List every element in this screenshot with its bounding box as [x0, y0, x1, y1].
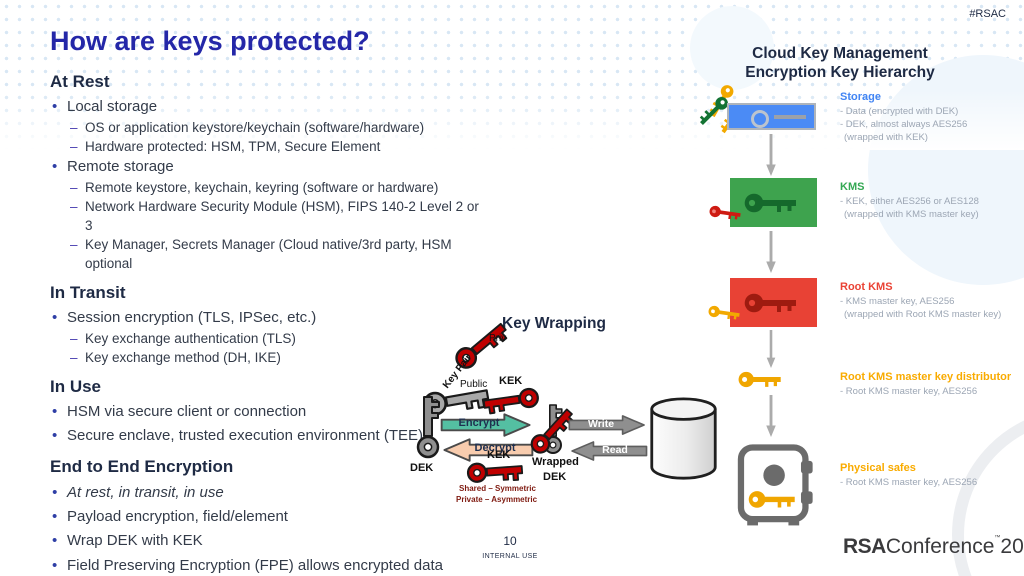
conference-hashtag: #RSAC: [969, 8, 1006, 20]
list-item: Session encryption (TLS, IPSec, etc.): [50, 307, 482, 329]
wrapped-dek-label: DEK: [543, 471, 567, 483]
storage-level-desc: - Data (encrypted with DEK) - DEK, almos…: [840, 105, 1020, 144]
dek-key-icon: [416, 396, 440, 459]
section-heading-in-use: In Use: [50, 377, 102, 396]
kek-key-icon: [482, 387, 539, 415]
root-kms-key-icon: [744, 293, 796, 313]
background-circle-decoration: [690, 6, 774, 90]
dek-label: DEK: [410, 462, 434, 474]
logo-trademark: ™: [994, 535, 1001, 541]
list-item: Key Manager, Secrets Manager (Cloud nati…: [50, 235, 482, 273]
disk-ring: [751, 110, 769, 128]
storage-server-icon: [727, 103, 816, 130]
yellow-key-icon: [708, 305, 740, 320]
list-item: Remote storage: [50, 156, 482, 178]
list-item: At rest, in transit, in use: [50, 481, 482, 505]
list-item: OS or application keystore/keychain (sof…: [50, 118, 482, 137]
kek-top-label: KEK: [499, 375, 523, 387]
section-heading-e2e: End to End Encryption: [50, 457, 234, 476]
hierarchy-title-line2: Encryption Key Hierarchy: [745, 64, 935, 81]
hierarchy-title-line1: Cloud Key Management: [752, 45, 928, 62]
root-kms-level-name: Root KMS: [840, 281, 893, 293]
priv-label: Priv: [489, 333, 507, 344]
database-cylinder-icon: [650, 397, 717, 480]
list-item: Remote keystore, keychain, keyring (soft…: [50, 178, 482, 197]
desc-line: - KEK, either AES256 or AES128: [840, 196, 979, 207]
list-item: Field Preserving Encryption (FPE) allows…: [50, 553, 459, 576]
desc-line: (wrapped with Root KMS master key): [844, 309, 1002, 320]
desc-line: - Root KMS master key, AES256: [840, 386, 978, 397]
bullet-list-column: At Rest Local storage OS or application …: [50, 72, 482, 576]
storage-level-name: Storage: [840, 91, 881, 103]
logo-conference: Conference: [885, 535, 995, 558]
distributor-key-icon: [738, 371, 781, 388]
list-item: Secure enclave, trusted execution enviro…: [50, 423, 453, 447]
read-label: Read: [602, 444, 628, 456]
list-item: Wrap DEK with KEK: [50, 529, 482, 553]
disk-slot: [774, 115, 806, 119]
key-wrapping-title: Key Wrapping: [502, 315, 606, 332]
decrypt-arrow: [443, 438, 534, 462]
desc-line: - Root KMS master key, AES256: [840, 477, 978, 488]
red-key-icon: [709, 205, 741, 220]
write-label: Write: [587, 418, 615, 430]
read-arrow: [571, 441, 648, 461]
down-arrow: [766, 231, 776, 273]
page-number: 10: [503, 534, 517, 548]
desc-line: (wrapped with KMS master key): [844, 209, 979, 220]
write-arrow: [568, 415, 645, 435]
section-heading-at-rest: At Rest: [50, 72, 110, 91]
list-item: Key exchange authentication (TLS): [50, 329, 482, 348]
public-label: Public: [460, 379, 488, 390]
private-asymmetric-note: Private – Asymmetric: [456, 495, 538, 504]
rsa-conference-logo: RSAConference™2024: [843, 535, 1024, 559]
section-heading-in-transit: In Transit: [50, 283, 126, 302]
encrypt-arrow: [440, 413, 531, 437]
desc-line: (wrapped with KEK): [844, 132, 928, 143]
kms-level-name: KMS: [840, 181, 865, 193]
distributor-level-name: Root KMS master key distributor: [840, 371, 1012, 383]
shared-symmetric-note: Shared – Symmetric: [459, 484, 536, 493]
kek-bottom-key-icon: [466, 462, 524, 483]
down-arrow: [766, 330, 776, 368]
wrapped-label: Wrapped: [532, 456, 579, 468]
kms-level-desc: - KEK, either AES256 or AES128 (wrapped …: [840, 195, 1020, 221]
encrypt-label: Encrypt: [458, 417, 500, 429]
list-item: HSM via secure client or connection: [50, 401, 482, 423]
desc-line: - KMS master key, AES256: [840, 296, 955, 307]
green-key-icon: [699, 97, 728, 125]
private-key-icon: [455, 322, 508, 369]
list-item: Hardware protected: HSM, TPM, Secure Ele…: [50, 137, 482, 156]
hierarchy-title: Cloud Key Management Encryption Key Hier…: [690, 44, 990, 82]
logo-rsa: RSA: [843, 535, 886, 558]
physical-safes-level-name: Physical safes: [840, 462, 916, 474]
list-item: Payload encryption, field/element: [50, 505, 482, 529]
down-arrow: [766, 134, 776, 176]
kms-key-icon: [744, 193, 796, 213]
wrapped-dek-red-key-icon: [530, 408, 575, 454]
safe-icon: [737, 444, 813, 526]
desc-line: - Data (encrypted with DEK): [840, 106, 959, 117]
desc-line: - DEK, almost always AES256: [840, 119, 968, 130]
root-kms-level-desc: - KMS master key, AES256 (wrapped with R…: [840, 295, 1024, 321]
list-item: Network Hardware Security Module (HSM), …: [50, 197, 482, 235]
down-arrow: [766, 395, 776, 437]
kek-bottom-label: KEK: [487, 449, 511, 461]
list-item: Key exchange method (DH, IKE): [50, 348, 482, 367]
list-item: Local storage: [50, 96, 482, 118]
page-title: How are keys protected?: [50, 26, 370, 56]
physical-safes-level-desc: - Root KMS master key, AES256: [840, 476, 1024, 489]
distributor-level-desc: - Root KMS master key, AES256: [840, 385, 1024, 398]
classification-label: INTERNAL USE: [482, 553, 538, 560]
logo-year: 2024: [1000, 535, 1024, 558]
decrypt-label: Decrypt: [474, 442, 516, 454]
